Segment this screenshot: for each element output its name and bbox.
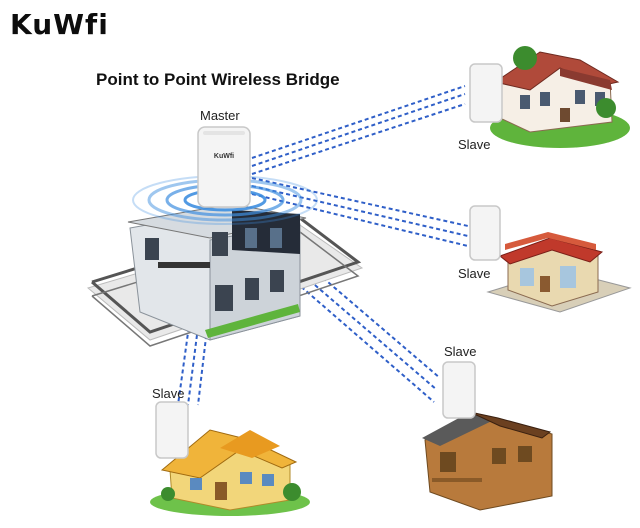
link-line	[251, 185, 469, 237]
slave-label-bottom-right: Slave	[444, 344, 477, 359]
link-line	[251, 85, 466, 159]
house-icon	[150, 429, 310, 516]
slave-device-icon	[442, 361, 476, 419]
slave-device-icon	[155, 401, 189, 459]
slave-device-icon	[469, 205, 501, 261]
slave-device-icon	[469, 63, 503, 123]
house-icon	[486, 232, 632, 313]
diagram-title: Point to Point Wireless Bridge	[96, 70, 340, 89]
master-device-icon: KuWfi	[197, 126, 251, 208]
link-line	[251, 193, 469, 247]
link-line	[251, 177, 469, 227]
house-icon	[422, 411, 553, 511]
link-line	[251, 103, 466, 175]
slave-label-middle-right: Slave	[458, 266, 491, 281]
slave-label-bottom-left: Slave	[152, 386, 185, 401]
device-mark: KuWfi	[214, 153, 234, 160]
house-icon	[490, 46, 630, 148]
master-label: Master	[200, 108, 240, 123]
link-line	[251, 93, 466, 167]
link-line	[221, 217, 435, 403]
brand-logo: KuWfi	[10, 8, 109, 41]
slave-label-top-right: Slave	[458, 137, 491, 152]
master-building	[86, 175, 364, 347]
